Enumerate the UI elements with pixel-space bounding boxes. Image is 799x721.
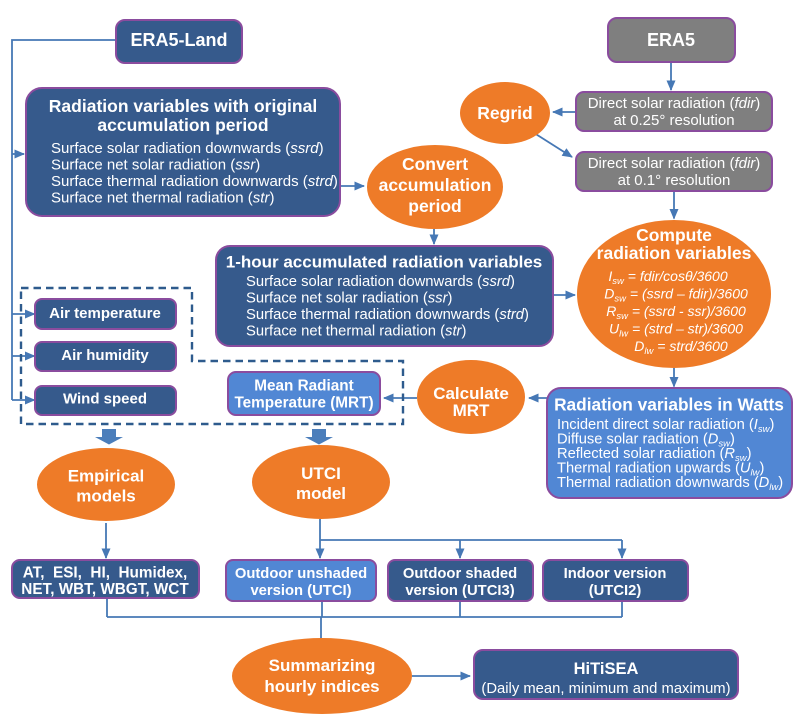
svg-text:AT, ESI, HI, Humidex,: AT, ESI, HI, Humidex,	[23, 565, 188, 582]
svg-text:Air temperature: Air temperature	[49, 305, 161, 322]
svg-text:at 0.1° resolution: at 0.1° resolution	[618, 172, 731, 189]
svg-text:Rsw = (ssrd - ssr)/3600: Rsw = (ssrd - ssr)/3600	[606, 303, 746, 322]
svg-text:Indoor version: Indoor version	[564, 566, 667, 582]
svg-text:version (UTCI3): version (UTCI3)	[405, 583, 514, 599]
svg-text:Reflected solar radiation (Rsw: Reflected solar radiation (Rsw)	[557, 446, 752, 464]
svg-text:Surface thermal radiation down: Surface thermal radiation downwards (str…	[246, 307, 529, 323]
svg-text:accumulation period: accumulation period	[97, 115, 268, 135]
svg-text:ERA5-Land: ERA5-Land	[130, 30, 227, 50]
svg-text:Air humidity: Air humidity	[61, 347, 149, 364]
svg-text:Compute: Compute	[636, 225, 712, 245]
svg-text:models: models	[76, 487, 136, 506]
svg-text:HiTiSEA: HiTiSEA	[574, 660, 639, 678]
svg-text:Summarizing: Summarizing	[269, 656, 376, 675]
svg-text:Temperature (MRT): Temperature (MRT)	[234, 395, 373, 412]
svg-text:MRT: MRT	[453, 401, 490, 420]
svg-text:model: model	[296, 484, 346, 503]
svg-text:Surface net thermal radiation: Surface net thermal radiation (str)	[51, 190, 274, 207]
svg-text:(Daily mean, minimum and maxim: (Daily mean, minimum and maximum)	[481, 681, 730, 697]
svg-text:Wind speed: Wind speed	[63, 391, 147, 408]
svg-text:Calculate: Calculate	[433, 384, 509, 403]
svg-text:Dsw = (ssrd – fdir)/3600: Dsw = (ssrd – fdir)/3600	[604, 286, 748, 305]
svg-text:Mean Radiant: Mean Radiant	[254, 378, 353, 395]
svg-text:Outdoor unshaded: Outdoor unshaded	[235, 566, 367, 582]
svg-text:period: period	[408, 196, 461, 216]
svg-text:Direct solar radiation (fdir): Direct solar radiation (fdir)	[588, 95, 761, 112]
svg-text:Isw = fdir/cosθ/3600: Isw = fdir/cosθ/3600	[608, 268, 727, 287]
svg-text:Surface net solar radiation (s: Surface net solar radiation (ssr)	[51, 157, 260, 174]
svg-text:hourly indices: hourly indices	[264, 677, 379, 696]
svg-text:NET, WBT, WBGT, WCT: NET, WBT, WBGT, WCT	[21, 581, 189, 598]
svg-text:Direct solar radiation (fdir): Direct solar radiation (fdir)	[588, 155, 761, 172]
svg-text:UTCI: UTCI	[301, 464, 341, 483]
svg-text:Ulw = (strd – str)/3600: Ulw = (strd – str)/3600	[609, 321, 743, 340]
svg-text:(UTCI2): (UTCI2)	[589, 583, 642, 599]
svg-text:Empirical: Empirical	[68, 467, 145, 486]
svg-text:at 0.25° resolution: at 0.25° resolution	[613, 112, 734, 129]
svg-text:Radiation variables with origi: Radiation variables with original	[49, 96, 317, 116]
svg-text:Thermal radiation downwards (D: Thermal radiation downwards (Dlw)	[557, 475, 783, 493]
svg-text:Convert: Convert	[402, 154, 468, 174]
svg-text:ERA5: ERA5	[647, 30, 695, 50]
svg-text:Surface solar radiation downwa: Surface solar radiation downwards (ssrd)	[246, 274, 515, 290]
svg-text:Diffuse solar radiation (Dsw): Diffuse solar radiation (Dsw)	[557, 432, 735, 450]
svg-text:Radiation variables in Watts: Radiation variables in Watts	[554, 395, 784, 415]
svg-text:Outdoor shaded: Outdoor shaded	[403, 566, 517, 582]
svg-text:Thermal radiation upwards (Ulw: Thermal radiation upwards (Ulw)	[557, 461, 764, 479]
svg-text:accumulation: accumulation	[379, 175, 492, 195]
svg-text:Surface net solar radiation (s: Surface net solar radiation (ssr)	[246, 291, 453, 307]
svg-text:Incident direct solar radiatio: Incident direct solar radiation (Isw)	[557, 417, 774, 435]
svg-text:Regrid: Regrid	[477, 103, 532, 123]
svg-text:Surface thermal radiation down: Surface thermal radiation downwards (str…	[51, 173, 338, 190]
svg-text:Surface solar radiation downwa: Surface solar radiation downwards (ssrd)	[51, 140, 324, 157]
svg-text:radiation variables: radiation variables	[597, 243, 752, 263]
svg-text:Surface net thermal radiation: Surface net thermal radiation (str)	[246, 324, 466, 340]
svg-text:1-hour accumulated radiation v: 1-hour accumulated radiation variables	[226, 253, 542, 272]
svg-text:version (UTCI): version (UTCI)	[250, 583, 351, 599]
svg-text:Dlw = strd/3600: Dlw = strd/3600	[634, 338, 728, 357]
